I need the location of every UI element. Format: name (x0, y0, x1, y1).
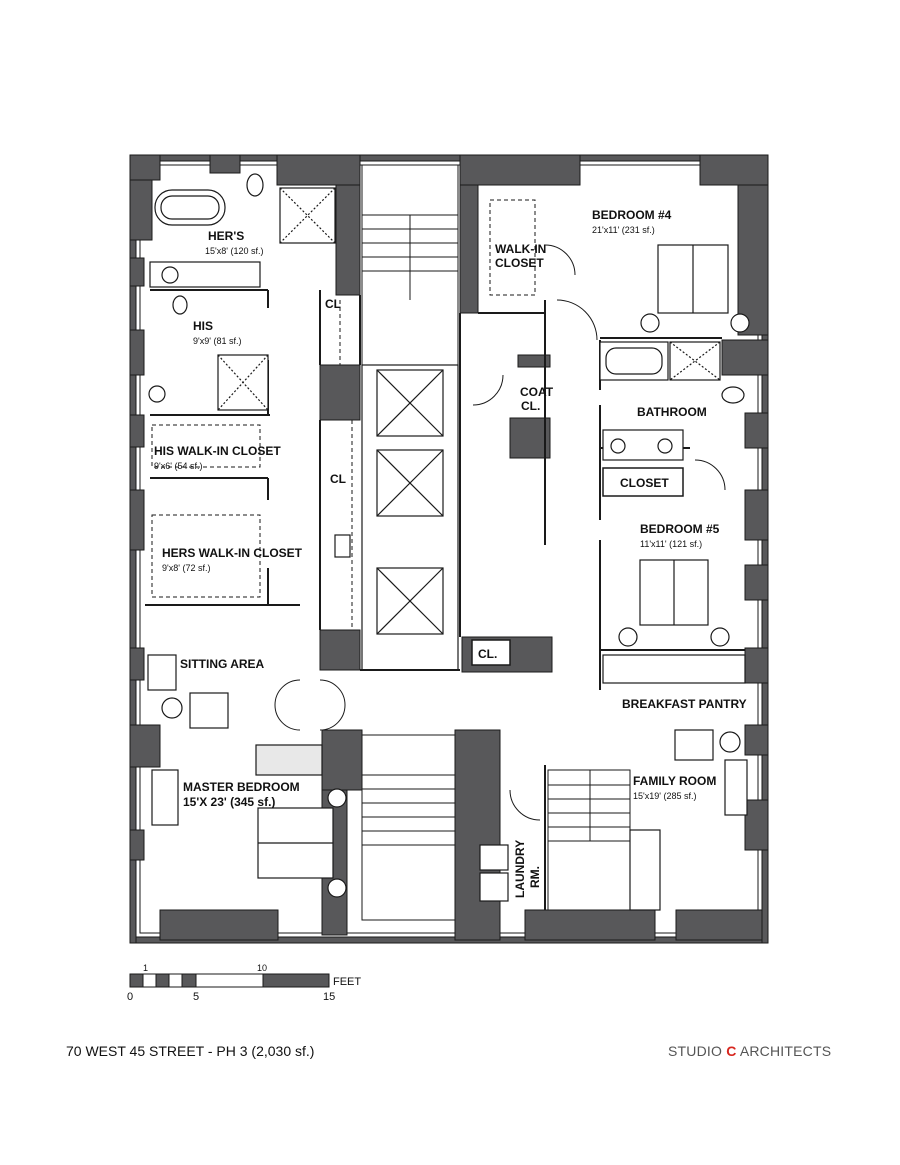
scale-label-5: 5 (193, 991, 199, 1003)
label-walkin-1: WALK-IN (495, 242, 546, 256)
scale-bar (129, 973, 330, 988)
stair-south (361, 734, 456, 921)
label-bed4: BEDROOM #4 (592, 208, 672, 222)
scale-labels: 1 10 0 5 15 FEET (127, 963, 361, 1003)
label-laundry-1: LAUNDRY (513, 840, 527, 898)
label-sitting: SITTING AREA (180, 657, 265, 671)
size-bed5: 11'x11' (121 sf.) (640, 539, 702, 549)
size-hers-closet: 9'x8' (72 sf.) (162, 563, 210, 573)
size-hers: 15'x8' (120 sf.) (205, 246, 263, 256)
beds (257, 244, 750, 898)
size-his: 9'x9' (81 sf.) (193, 336, 241, 346)
door-swings (274, 244, 726, 821)
label-laundry-2: RM. (528, 866, 542, 888)
closet-boxes (471, 467, 684, 666)
wall-piers (129, 154, 769, 941)
size-master: 15'X 23' (345 sf.) (183, 795, 275, 809)
scale-label-1: 1 (143, 963, 148, 973)
label-cl-upper: CL (325, 297, 341, 311)
size-his-closet: 9'x6' (54 sf.) (154, 461, 202, 471)
stair-family (547, 769, 631, 911)
label-hers-closet: HERS WALK-IN CLOSET (162, 546, 303, 560)
label-coat-1: COAT (520, 385, 554, 399)
label-closet: CLOSET (620, 476, 669, 490)
elevator-shafts (361, 364, 459, 671)
scale-unit: FEET (333, 976, 361, 988)
label-cl-elev: CL. (478, 647, 497, 661)
interior-walls (145, 289, 745, 910)
architect-brand: STUDIO C ARCHITECTS (668, 1043, 831, 1059)
label-pantry: BREAKFAST PANTRY (622, 697, 747, 711)
brand-architects: ARCHITECTS (736, 1043, 832, 1059)
scale-label-10: 10 (257, 963, 267, 973)
label-family: FAMILY ROOM (633, 774, 716, 788)
label-bathroom: BATHROOM (637, 405, 707, 419)
size-bed4: 21'x11' (231 sf.) (592, 225, 655, 235)
furniture (147, 654, 748, 911)
scale-label-15: 15 (323, 991, 335, 1003)
brand-studio: STUDIO (668, 1043, 727, 1059)
plan-title: 70 WEST 45 STREET - PH 3 (2,030 sf.) (66, 1043, 315, 1059)
label-his: HIS (193, 319, 213, 333)
label-his-closet: HIS WALK-IN CLOSET (154, 444, 281, 458)
label-bed5: BEDROOM #5 (640, 522, 720, 536)
label-coat-2: CL. (521, 399, 540, 413)
label-master: MASTER BEDROOM (183, 780, 300, 794)
scale-label-0: 0 (127, 991, 133, 1003)
label-cl-middle: CL (330, 472, 346, 486)
room-labels: HER'S 15'x8' (120 sf.) HIS 9'x9' (81 sf.… (154, 208, 747, 898)
label-hers: HER'S (208, 229, 244, 243)
label-walkin-2: CLOSET (495, 256, 544, 270)
closet-rods (151, 199, 536, 630)
fixtures (148, 173, 745, 902)
brand-c: C (726, 1043, 737, 1059)
size-family: 15'x19' (285 sf.) (633, 791, 696, 801)
stair-north (361, 164, 459, 366)
